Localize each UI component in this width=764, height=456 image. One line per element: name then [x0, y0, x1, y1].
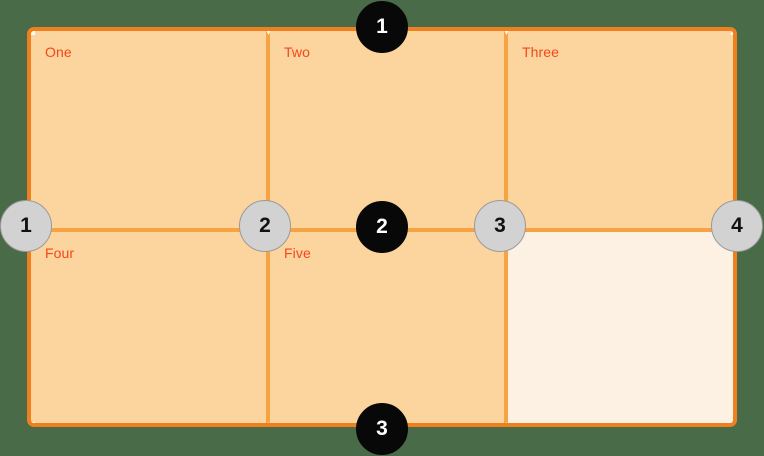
- gap-handle-1[interactable]: 1: [356, 1, 408, 53]
- track-line-corner-nub: [265, 31, 272, 35]
- handle-label: 1: [376, 15, 388, 38]
- frame-corner-nub: [731, 422, 733, 423]
- handle-label: 1: [20, 214, 32, 237]
- grid-area[interactable]: Three: [508, 31, 733, 228]
- handle-label: 2: [376, 215, 388, 238]
- column-line-handle-1[interactable]: 1: [0, 200, 52, 252]
- track-line-corner-nub: [503, 422, 510, 423]
- frame-corner-nub: [731, 31, 733, 35]
- grid-area-empty[interactable]: [508, 232, 733, 423]
- grid-area[interactable]: Two: [270, 31, 504, 228]
- grid-area[interactable]: Five: [270, 232, 504, 423]
- frame-corner-nub: [31, 422, 35, 423]
- column-line-handle-2[interactable]: 2: [239, 200, 291, 252]
- grid-area[interactable]: Four: [31, 232, 266, 423]
- grid-area[interactable]: One: [31, 31, 266, 228]
- grid-area-label: Three: [522, 44, 560, 60]
- track-line-corner-nub: [503, 31, 510, 35]
- handle-label: 2: [259, 214, 271, 237]
- grid-area-label: Two: [284, 44, 310, 60]
- handle-label: 3: [494, 214, 506, 237]
- column-line-handle-4[interactable]: 4: [711, 200, 763, 252]
- handle-label: 3: [376, 417, 388, 440]
- grid-area-label: One: [45, 44, 72, 60]
- track-line-corner-nub: [265, 422, 272, 423]
- gap-handle-2[interactable]: 2: [356, 201, 408, 253]
- grid-area-label: Five: [284, 245, 311, 261]
- frame-corner-nub: [31, 31, 35, 35]
- gap-handle-3[interactable]: 3: [356, 403, 408, 455]
- handle-label: 4: [731, 214, 743, 237]
- grid-area-label: Four: [45, 245, 75, 261]
- column-line-handle-3[interactable]: 3: [474, 200, 526, 252]
